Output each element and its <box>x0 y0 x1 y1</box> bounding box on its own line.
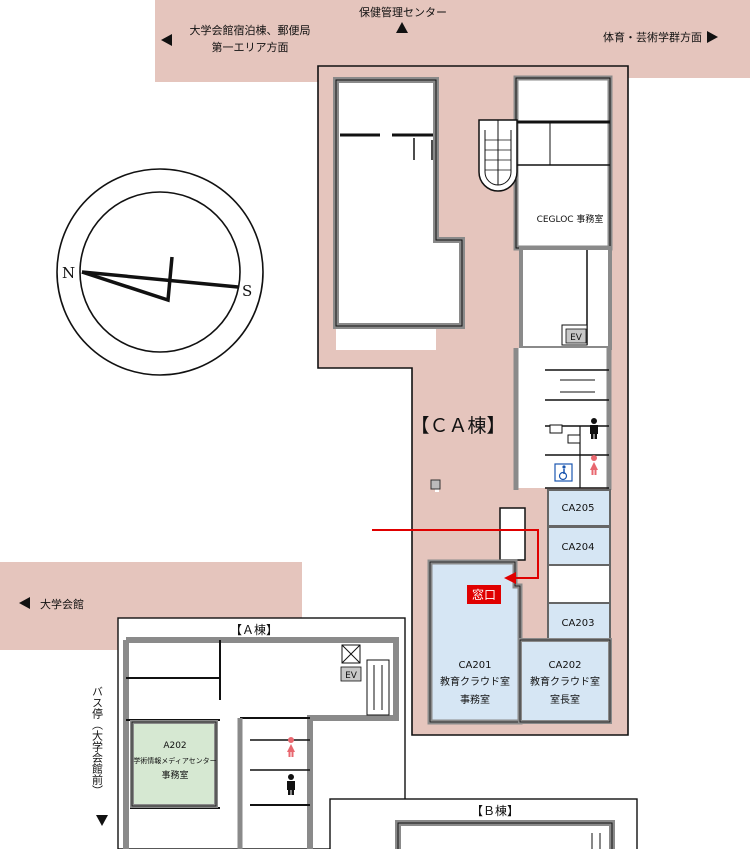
compass-south-label: S <box>242 282 252 300</box>
female-toilet-icon <box>590 455 598 475</box>
male-toilet-icon <box>590 418 598 439</box>
room-ca201-name: 教育クラウド室 <box>440 675 510 688</box>
a-building <box>117 617 406 849</box>
ca-rooms <box>427 489 612 725</box>
room-cegloc-label: CEGLOC 事務室 <box>537 213 604 225</box>
room-ca205-label: CA205 <box>562 503 595 514</box>
room-a202-name: 学術情報メディアセンター <box>133 756 216 765</box>
ev-box-ca <box>565 328 587 344</box>
direction-west-label: 大学会館 <box>40 597 84 611</box>
direction-northwest-label-1: 大学会館宿泊棟、郵便局 <box>190 23 311 37</box>
room-ca202-name: 教育クラウド室 <box>530 675 600 688</box>
room-a202-number: A202 <box>163 741 186 751</box>
female-toilet-icon-a <box>287 737 295 757</box>
ca-right-column <box>430 75 613 586</box>
ca-building-outline <box>317 65 629 736</box>
room-ca201-number: CA201 <box>459 660 492 671</box>
direction-arrows <box>19 22 718 826</box>
bus-stop-label: バス停（大学会館前） <box>91 686 104 796</box>
room-ca201-use: 事務室 <box>460 693 490 706</box>
room-ca202-number: CA202 <box>549 660 582 671</box>
b-building <box>329 798 638 849</box>
room-ca204-label: CA204 <box>562 542 595 553</box>
compass-north-label: N <box>62 264 75 282</box>
ev-box-a <box>340 666 362 682</box>
compass <box>56 168 264 376</box>
window-badge <box>467 585 501 604</box>
direction-east-label: 体育・芸術学群方面 <box>603 30 702 44</box>
ca-building-label: 【ＣＡ棟】 <box>410 415 505 437</box>
window-label: 窓口 <box>472 587 496 602</box>
ev-ca-label: EV <box>570 333 583 343</box>
direction-north-label: 保健管理センター <box>359 5 447 19</box>
room-ca202-use: 室長室 <box>550 693 580 706</box>
ev-a-label: EV <box>345 671 358 681</box>
route-to-window <box>372 529 539 584</box>
a-building-label: 【Ａ棟】 <box>230 622 278 637</box>
room-a202-use: 事務室 <box>161 769 188 781</box>
b-building-label: 【Ｂ棟】 <box>471 803 519 818</box>
male-toilet-icon-a <box>287 774 295 795</box>
direction-northwest-label-2: 第一エリア方面 <box>212 40 289 54</box>
room-ca203-label: CA203 <box>562 618 595 629</box>
accessible-toilet-icon <box>554 463 573 482</box>
ca-upper-left-block <box>333 77 465 350</box>
